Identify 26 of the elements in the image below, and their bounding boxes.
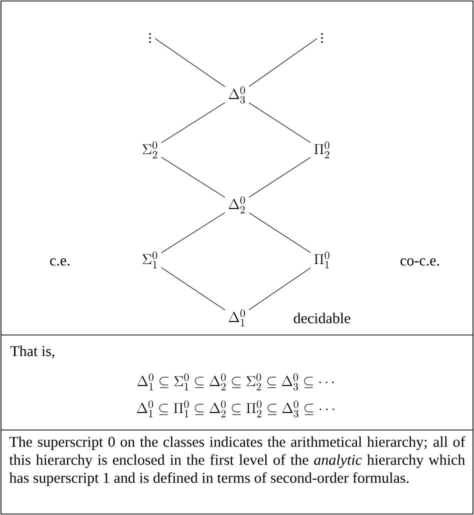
plain-text: c.e.: [50, 258, 70, 266]
line: [154, 38, 226, 87]
class-label: $\Pi^0_2$: [314, 142, 330, 158]
line: [248, 38, 318, 87]
class-label: $\Pi^0_1$: [314, 252, 330, 268]
ellipsis: $\vdots$: [321, 33, 323, 43]
line: [248, 212, 311, 253]
line: [160, 156, 226, 198]
line: [160, 102, 226, 144]
plain-text: co-c.e.: [400, 258, 439, 266]
formula: $\Delta^0_1 \subseteq \Sigma^0_1 \subseteq \Delta^0_2 \subseteq \Sigma^0_2 \subseteq \Delta^0_3 \subseteq \cdots$: [137, 374, 334, 390]
line: [248, 102, 311, 143]
ellipsis: $\vdots$: [149, 33, 151, 43]
line: [248, 268, 311, 310]
formula: $\Delta^0_1 \subseteq \Pi^0_1 \subseteq \Delta^0_2 \subseteq \Pi^0_2 \subseteq \Delta^0_3 \subseteq \cdots$: [136, 400, 334, 418]
class-label: $\Sigma^0_1$: [142, 252, 158, 268]
line: [160, 267, 226, 310]
line: [248, 157, 311, 198]
caption-text: The superscript 0 on the classes indicates the arithmetical hierarchy; all of this hierarchy is enclosed in the first level of the analytic hierarchy which has superscript 1 and is defined in terms of second-order formulas.: [9, 436, 466, 486]
class-label: $\Delta^0_2$: [228, 196, 245, 214]
line: [160, 212, 226, 254]
class-label: $\Delta^0_1$: [228, 310, 245, 326]
class-label: $\Sigma^0_2$: [142, 142, 158, 158]
plain-text: decidable: [294, 312, 350, 324]
class-label: $\Delta^0_3$: [228, 86, 245, 104]
plain-text: That is,: [10, 346, 54, 358]
